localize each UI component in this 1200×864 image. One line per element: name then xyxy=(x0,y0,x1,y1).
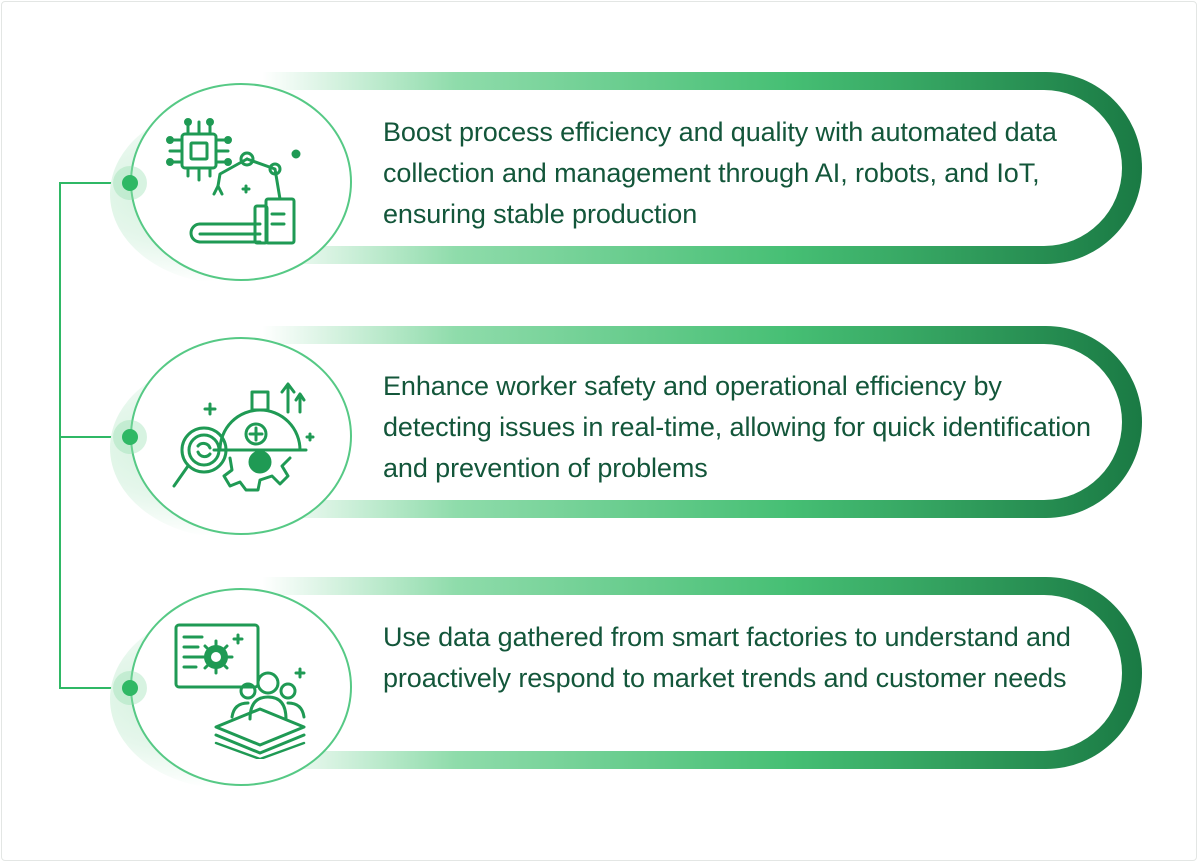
connector-dot xyxy=(122,680,138,696)
connector-branch-1 xyxy=(59,182,129,184)
benefit-row-3: Use data gathered from smart factories t… xyxy=(0,567,1200,817)
icon-circle xyxy=(130,83,352,281)
connector-branch-3 xyxy=(59,687,129,689)
icon-circle xyxy=(130,337,352,535)
benefit-text-1: Boost process efficiency and quality wit… xyxy=(383,117,1057,229)
benefit-row-2: Enhance worker safety and operational ef… xyxy=(0,316,1200,566)
pill-body xyxy=(262,90,1122,246)
team-data-layers-icon xyxy=(160,609,320,761)
connector-branch-2 xyxy=(59,436,129,438)
connector-vertical-line xyxy=(59,183,61,688)
pill-body xyxy=(262,595,1122,751)
connector-dot xyxy=(122,175,138,191)
robot-arm-chip-icon xyxy=(160,104,320,254)
pill-body xyxy=(262,344,1122,500)
benefit-text-3: Use data gathered from smart factories t… xyxy=(383,622,1071,693)
benefit-row-1: Boost process efficiency and quality wit… xyxy=(0,62,1200,312)
benefit-text-2: Enhance worker safety and operational ef… xyxy=(383,371,1091,483)
connector-dot xyxy=(122,429,138,445)
safety-helmet-gear-magnifier-icon xyxy=(160,358,320,508)
